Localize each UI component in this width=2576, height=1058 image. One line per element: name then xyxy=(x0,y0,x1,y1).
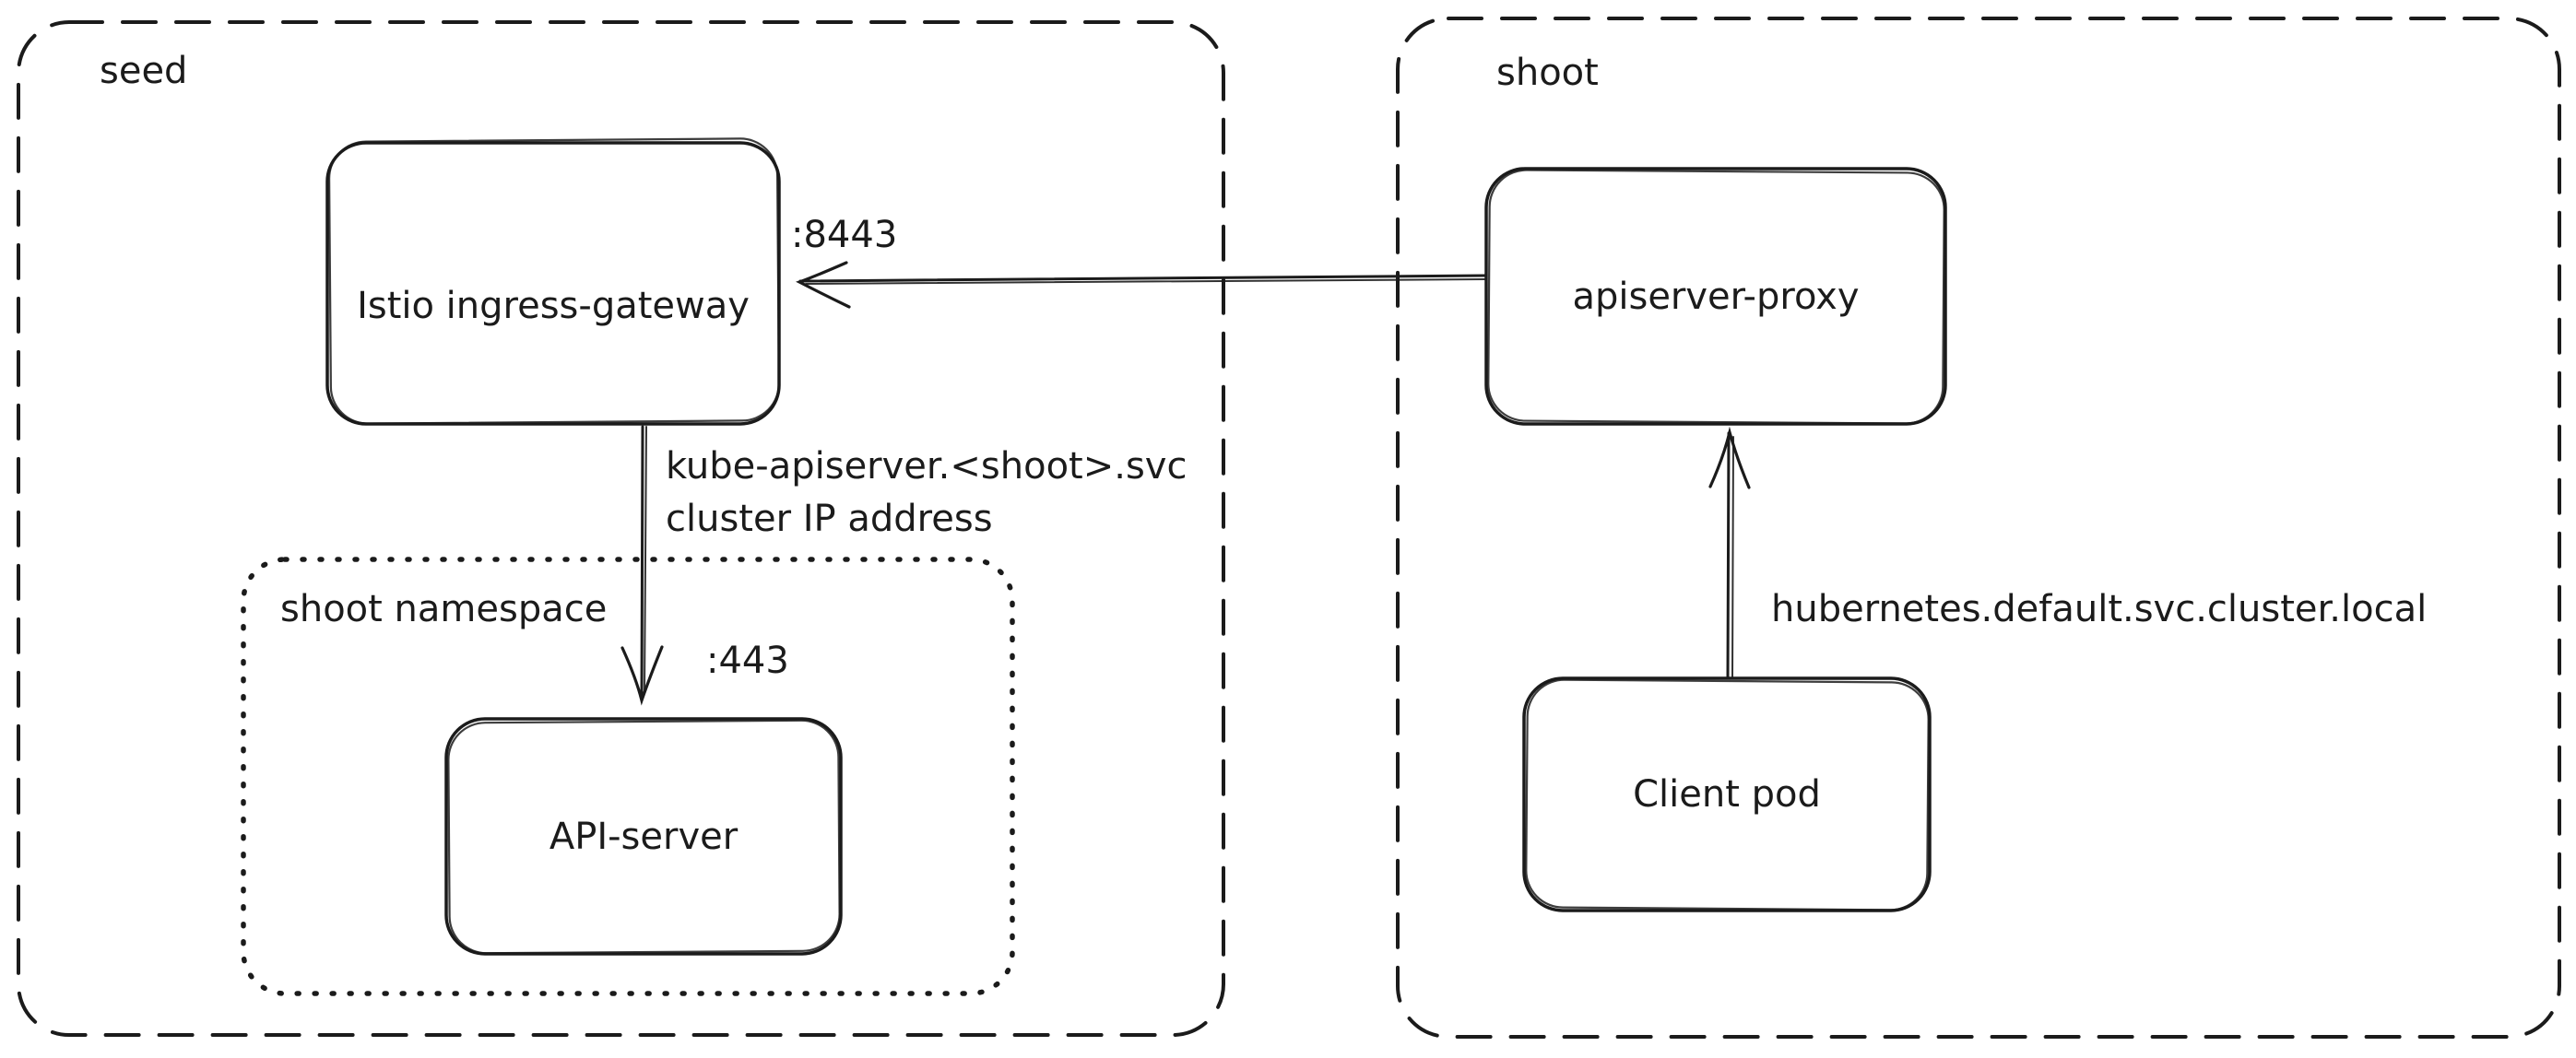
arrowhead-down-icon xyxy=(620,645,664,706)
apiserver-proxy-label: apiserver-proxy xyxy=(1572,275,1860,318)
apiserver-proxy-box-sketch xyxy=(1487,169,1945,425)
edge-label-line2: cluster IP address xyxy=(666,498,993,540)
port-443-label: :443 xyxy=(706,640,789,682)
istio-ingress-gateway-box-sketch xyxy=(328,137,780,425)
istio-ingress-gateway-label: Istio ingress-gateway xyxy=(357,284,750,327)
seed-cluster-outline xyxy=(17,20,1225,1037)
arrow-proxy-to-istio xyxy=(796,261,1488,309)
apiserver-proxy-box xyxy=(1484,167,1947,426)
arrow-istio-to-apiserver xyxy=(620,425,664,706)
clientpod-to-proxy-edge-label: hubernetes.default.svc.cluster.local xyxy=(1771,588,2428,630)
port-8443-label: :8443 xyxy=(791,214,898,256)
shoot-namespace-outline xyxy=(241,557,1015,996)
istio-to-apiserver-edge-label: kube-apiserver.<shoot>.svc cluster IP ad… xyxy=(666,441,1187,546)
shoot-namespace-label: shoot namespace xyxy=(280,588,608,630)
arrow-clientpod-to-proxy xyxy=(1708,426,1751,678)
api-server-box-sketch xyxy=(447,719,841,955)
api-server-box xyxy=(444,717,843,956)
edge-label-line1: kube-apiserver.<shoot>.svc xyxy=(666,445,1188,488)
client-pod-box xyxy=(1522,676,1932,912)
client-pod-label: Client pod xyxy=(1633,773,1821,816)
arrowhead-up-icon xyxy=(1708,426,1751,489)
client-pod-box-sketch xyxy=(1525,678,1930,911)
seed-cluster-label: seed xyxy=(100,50,188,92)
arrowhead-left-icon xyxy=(796,261,851,309)
shoot-cluster-label: shoot xyxy=(1496,52,1599,94)
api-server-label: API-server xyxy=(549,815,739,858)
